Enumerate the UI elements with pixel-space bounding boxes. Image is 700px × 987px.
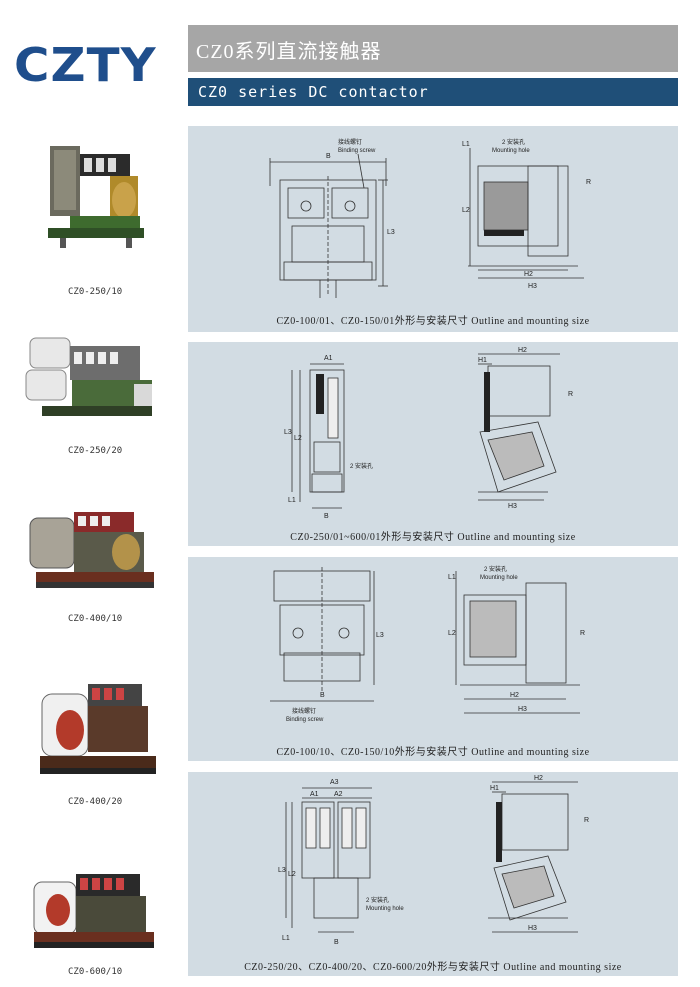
label-H3: H3 — [528, 925, 537, 932]
subtitle-bar: CZ0 series DC contactor — [188, 78, 678, 106]
product-caption-3: CZ0-400/10 — [68, 614, 123, 624]
page-subtitle: CZ0 series DC contactor — [198, 83, 429, 101]
label-R: R — [568, 391, 573, 398]
label-hole-en: Mounting hole — [492, 148, 530, 154]
label-L1: L1 — [288, 497, 296, 504]
brand-logo: CZTY — [14, 42, 172, 88]
label-R: R — [580, 630, 585, 637]
label-R: R — [584, 817, 589, 824]
label-hole-en: Mounting hole — [366, 906, 404, 912]
label-L3: L3 — [278, 867, 286, 874]
product-caption-2: CZ0-250/20 — [68, 446, 123, 456]
diagram-panel-4: A3 A1 A2 L3 L2 L1 B 2 安装孔 Mounting hole … — [188, 772, 678, 976]
label-B: B — [334, 939, 339, 946]
label-hole-en: Mounting hole — [480, 575, 518, 581]
label-L2: L2 — [448, 630, 456, 637]
logo-text: CZTY — [14, 38, 157, 92]
label-H3: H3 — [518, 706, 527, 713]
label-hole-zh: 2 安装孔 — [350, 462, 373, 470]
label-L3: L3 — [376, 632, 384, 639]
title-bar: CZ0系列直流接触器 — [188, 25, 678, 72]
diagram-caption-1: CZ0-100/01、CZ0-150/01外形与安装尺寸 Outline and… — [276, 316, 590, 327]
label-binding-zh: 接线螺钉 — [338, 138, 362, 146]
label-hole-zh: 2 安装孔 — [502, 138, 525, 146]
label-B: B — [320, 692, 325, 699]
label-L1: L1 — [282, 935, 290, 942]
label-L3: L3 — [387, 229, 395, 236]
label-L2: L2 — [288, 871, 296, 878]
label-H2: H2 — [524, 271, 533, 278]
product-caption-4: CZ0-400/20 — [68, 797, 123, 807]
label-A2: A2 — [334, 791, 343, 798]
label-H2: H2 — [534, 775, 543, 782]
product-caption-5: CZ0-600/10 — [68, 967, 123, 977]
label-A1: A1 — [310, 791, 319, 798]
label-B: B — [326, 153, 331, 160]
label-H2: H2 — [510, 692, 519, 699]
label-R: R — [586, 179, 591, 186]
diagram-panel-3: L3 B 接线螺钉 Binding screw L1 L2 H2 H3 R 2 … — [188, 557, 678, 761]
label-hole-zh: 2 安装孔 — [366, 896, 389, 904]
label-B: B — [324, 513, 329, 520]
label-L1: L1 — [448, 574, 456, 581]
diagram-caption-4: CZ0-250/20、CZ0-400/20、CZ0-600/20外形与安装尺寸 … — [244, 962, 622, 973]
label-L3: L3 — [284, 429, 292, 436]
diagram-caption-2: CZ0-250/01~600/01外形与安装尺寸 Outline and mou… — [290, 532, 576, 543]
label-H1: H1 — [490, 785, 499, 792]
label-L1: L1 — [462, 141, 470, 148]
label-binding-zh: 接线螺钉 — [292, 707, 316, 715]
product-caption-1: CZ0-250/10 — [68, 287, 123, 297]
label-H3: H3 — [508, 503, 517, 510]
label-L2: L2 — [294, 435, 302, 442]
product-photo-2 — [22, 328, 162, 428]
label-binding-en: Binding screw — [286, 717, 324, 723]
label-A3: A3 — [330, 779, 339, 786]
product-photo-3 — [26, 506, 160, 598]
page-title: CZ0系列直流接触器 — [196, 41, 382, 63]
diagram-caption-3: CZ0-100/10、CZ0-150/10外形与安装尺寸 Outline and… — [276, 747, 590, 758]
label-hole-zh: 2 安装孔 — [484, 565, 507, 573]
product-photo-4 — [34, 678, 160, 782]
label-L2: L2 — [462, 207, 470, 214]
label-A1: A1 — [324, 355, 333, 362]
label-binding-en: Binding screw — [338, 148, 376, 154]
label-H1: H1 — [478, 357, 487, 364]
label-H2: H2 — [518, 347, 527, 354]
diagram-panel-1: B L3 接线螺钉 Binding screw H2 H3 L1 L2 R 2 … — [188, 126, 678, 332]
product-photo-1 — [40, 136, 152, 254]
product-photo-5 — [30, 868, 158, 954]
diagram-panel-2: A1 L3 L2 L1 B 2 安装孔 H2 H1 H3 R CZ0-250/0… — [188, 342, 678, 546]
label-H3: H3 — [528, 283, 537, 290]
